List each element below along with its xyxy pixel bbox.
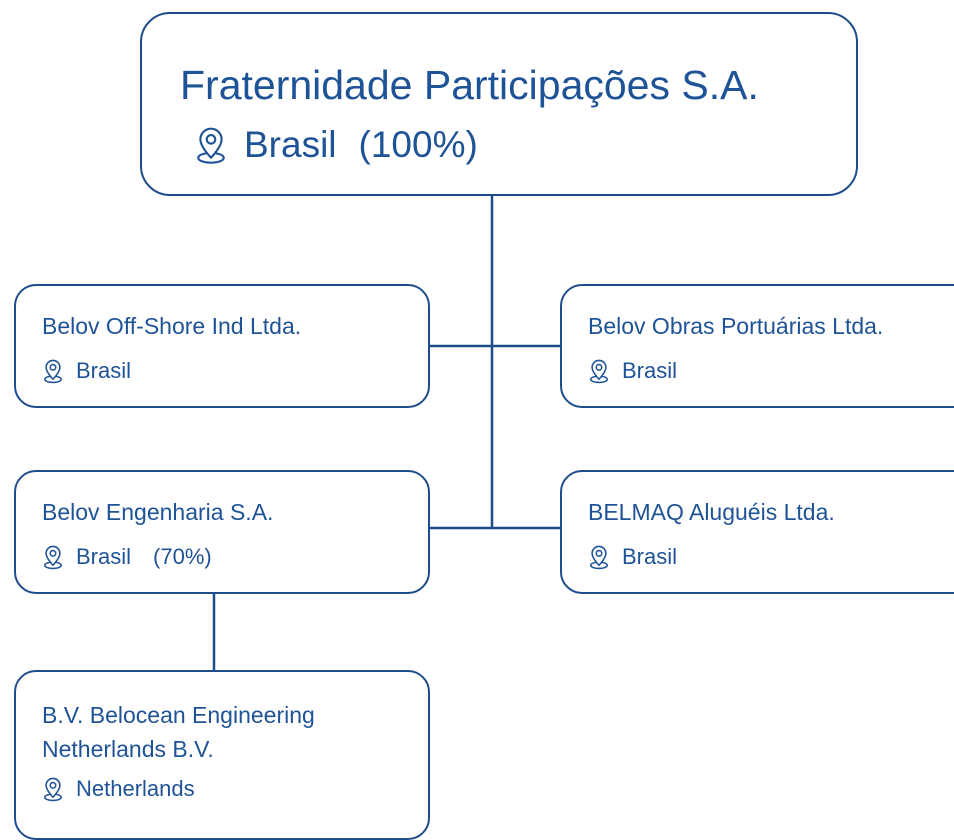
company-location: Brasil xyxy=(588,358,677,384)
belov-engenharia-box: Belov Engenharia S.A. Brasil (70%) xyxy=(14,470,430,594)
location-label: Brasil xyxy=(622,358,678,383)
root-location: Brasil (100%) xyxy=(194,124,478,166)
belov-obras-portuarias-box: Belov Obras Portuárias Ltda. Brasil xyxy=(560,284,954,408)
belmaq-alugueis-box: BELMAQ Aluguéis Ltda. Brasil xyxy=(560,470,954,594)
belocean-engineering-box: B.V. Belocean Engineering Netherlands B.… xyxy=(14,670,430,840)
location-pin-icon xyxy=(42,544,64,570)
company-name: Belov Obras Portuárias Ltda. xyxy=(588,313,884,339)
location-label: Brasil xyxy=(76,358,132,383)
company-name-line1: B.V. Belocean Engineering xyxy=(42,702,315,728)
company-location: Netherlands xyxy=(42,776,195,802)
location-pin-icon xyxy=(588,544,610,570)
location-pin-icon xyxy=(194,125,228,165)
company-location: Brasil xyxy=(42,358,131,384)
company-name-line2: Netherlands B.V. xyxy=(42,736,214,762)
location-pin-icon xyxy=(42,358,64,384)
location-label: Brasil xyxy=(622,544,678,569)
share-label: (70%) xyxy=(153,544,212,569)
location-label: Netherlands xyxy=(76,776,195,801)
company-name: BELMAQ Aluguéis Ltda. xyxy=(588,499,835,525)
root-share-label: (100%) xyxy=(358,124,478,165)
root-company-box: Fraternidade Participações S.A. Brasil (… xyxy=(140,12,858,196)
location-label: Brasil xyxy=(76,544,132,569)
root-company-name: Fraternidade Participações S.A. xyxy=(180,62,759,108)
location-pin-icon xyxy=(42,776,64,802)
root-location-label: Brasil xyxy=(244,124,337,165)
company-location: Brasil xyxy=(588,544,677,570)
location-pin-icon xyxy=(588,358,610,384)
company-name: B.V. Belocean Engineering Netherlands B.… xyxy=(42,698,315,766)
company-name: Belov Off-Shore Ind Ltda. xyxy=(42,313,302,339)
company-location: Brasil (70%) xyxy=(42,544,212,570)
company-name: Belov Engenharia S.A. xyxy=(42,499,274,525)
belov-offshore-box: Belov Off-Shore Ind Ltda. Brasil xyxy=(14,284,430,408)
